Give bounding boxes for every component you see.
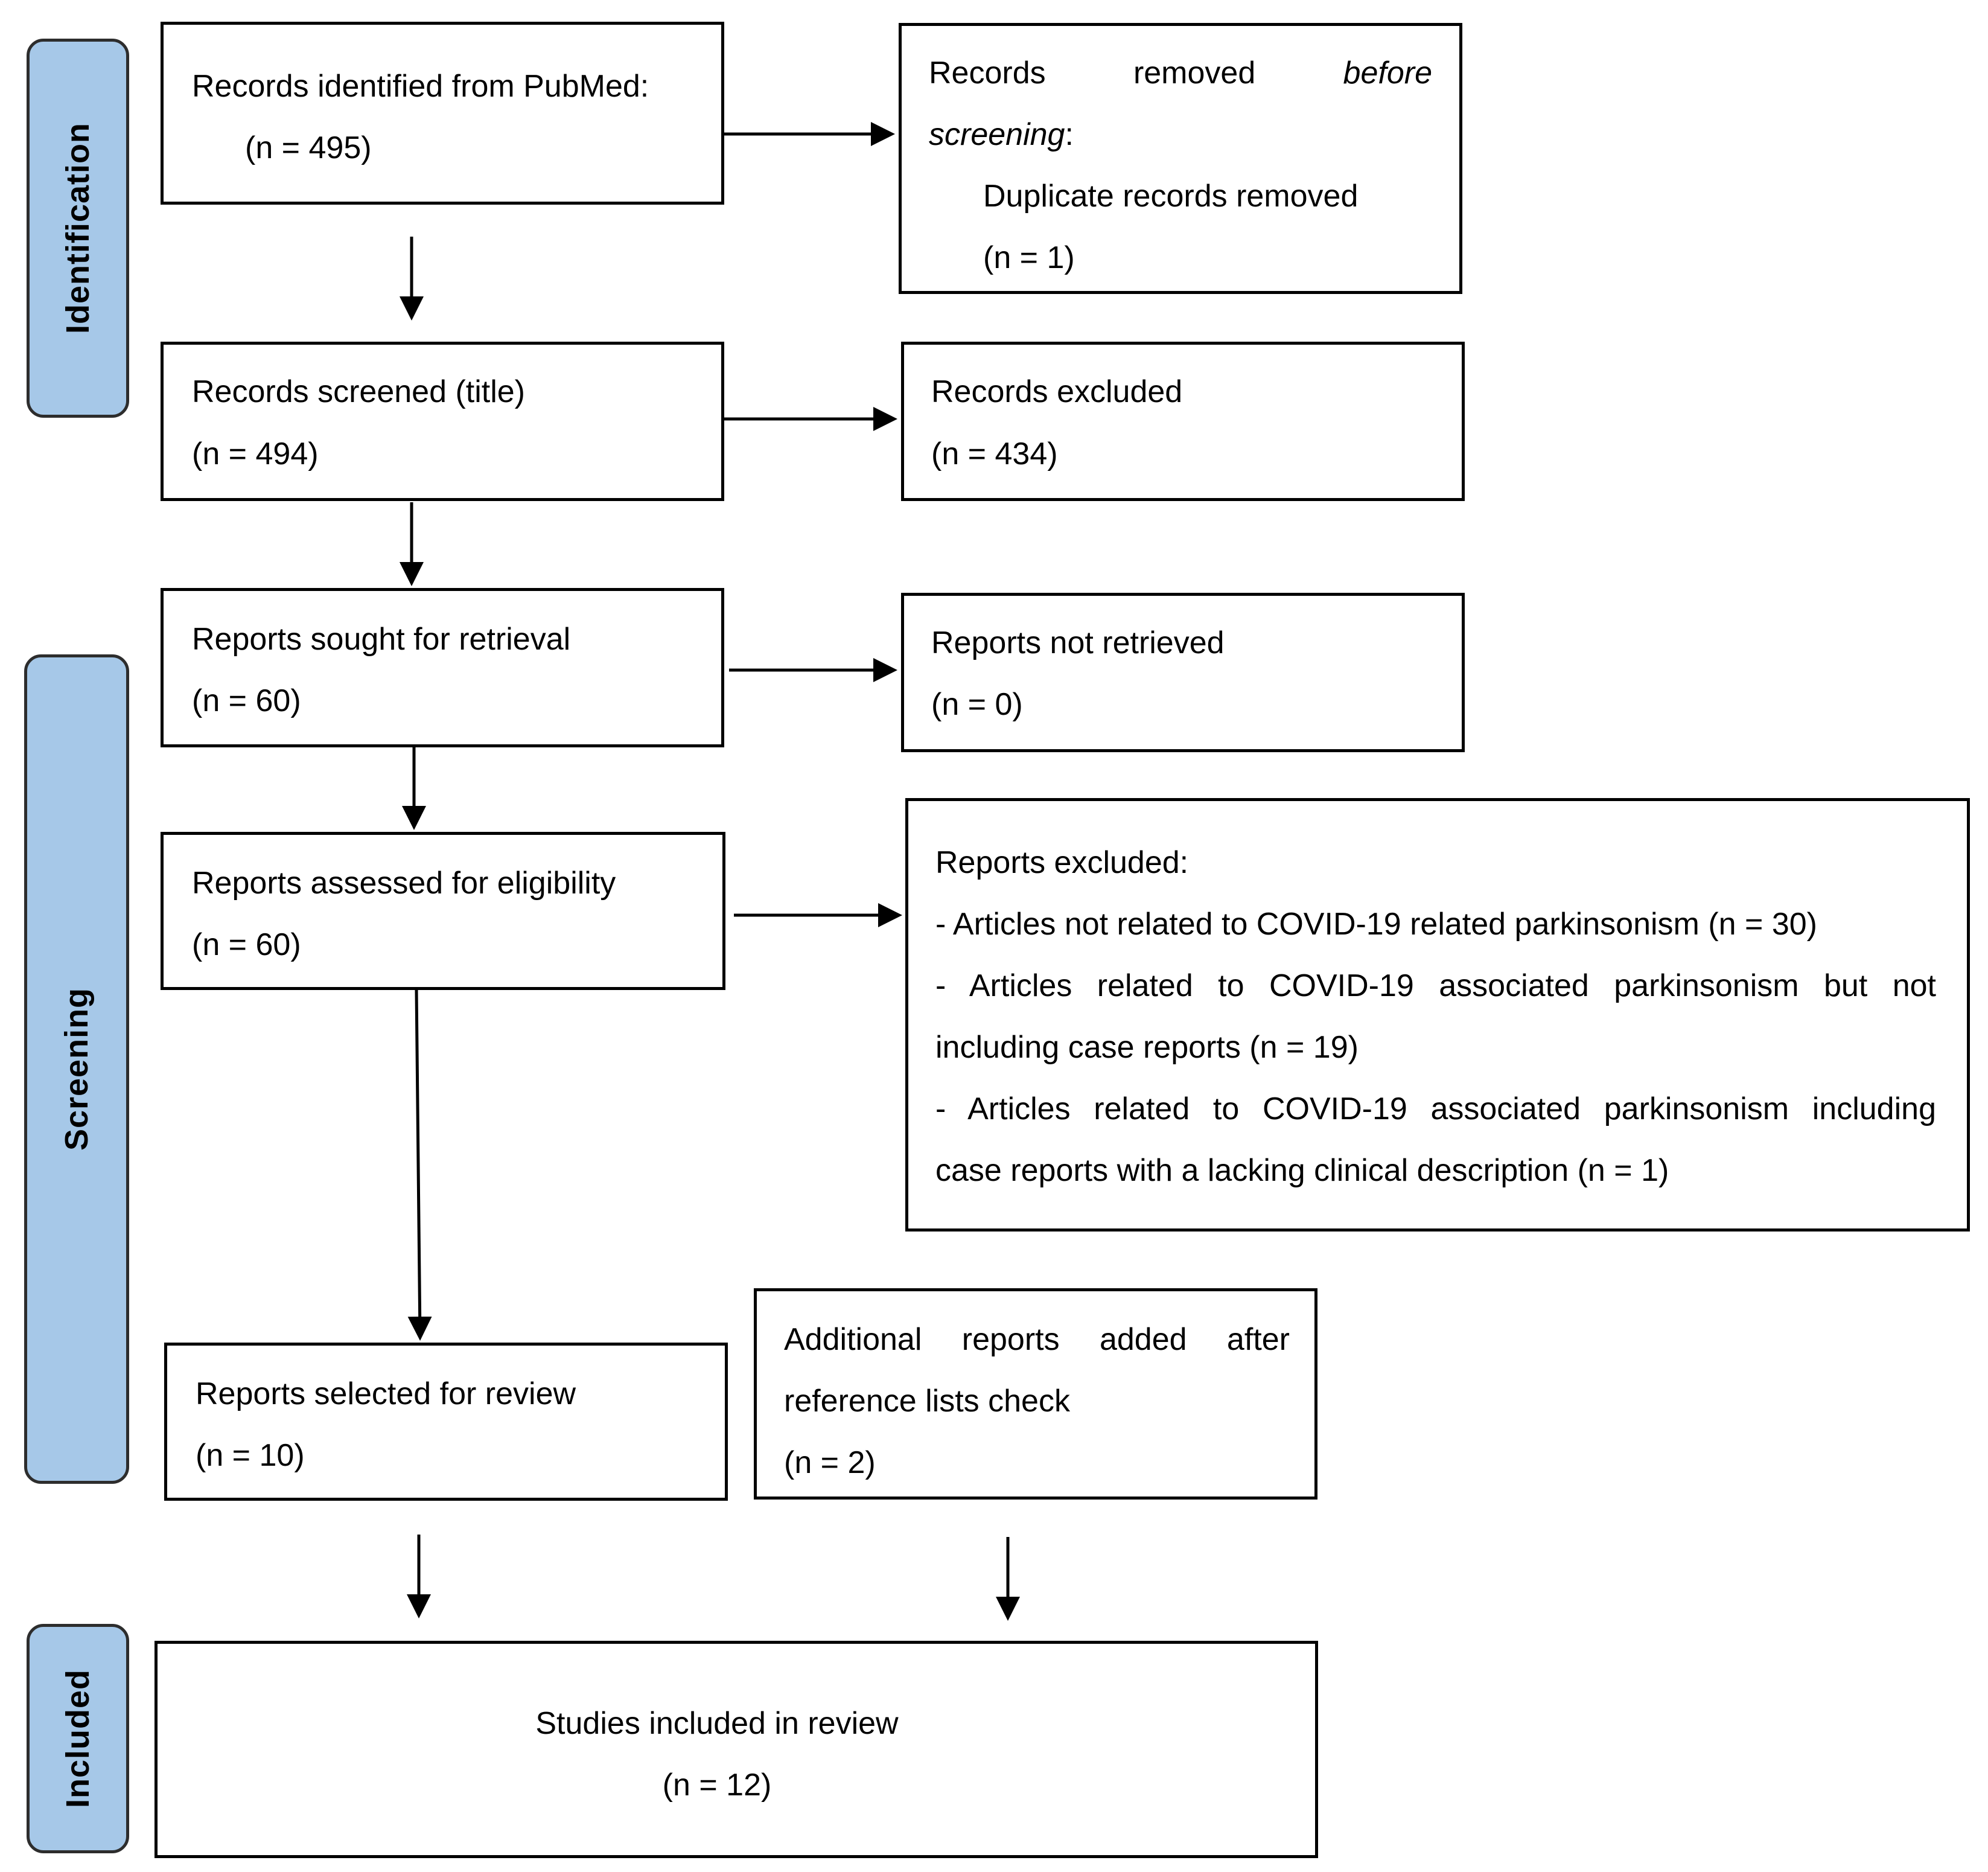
box-studies-included: Studies included in review (n = 12): [155, 1641, 1318, 1858]
records-removed-word-before: before: [1343, 56, 1432, 91]
records-excluded-label: Records excluded: [931, 374, 1183, 409]
reports-excluded-item-1: - Articles not related to COVID-19 relat…: [935, 907, 1817, 942]
records-removed-screening: screening:: [929, 119, 1074, 150]
additional-reports-line-1: Additional reports added after: [784, 1322, 1290, 1357]
records-removed-word-screening: screening: [929, 117, 1065, 152]
records-screened-label: Records screened (title): [192, 374, 525, 409]
duplicate-records-label: Duplicate records removed: [983, 179, 1359, 214]
box-reports-excluded: Reports excluded: - Articles not related…: [905, 798, 1970, 1231]
studies-included-count: (n = 12): [662, 1768, 772, 1803]
reports-excluded-item-3: - Articles related to COVID-19 associate…: [935, 1091, 1936, 1126]
stage-screening: Screening: [24, 654, 129, 1484]
box-additional-reports: Additional reports added after reference…: [754, 1288, 1317, 1500]
reports-excluded-item-3-cont: case reports with a lacking clinical des…: [935, 1153, 1669, 1188]
box-records-identified: Records identified from PubMed: (n = 495…: [161, 22, 724, 205]
box-records-screened: Records screened (title) (n = 494): [161, 342, 724, 501]
records-removed-word-records: Records: [929, 56, 1046, 91]
reports-assessed-label: Reports assessed for eligibility: [192, 866, 616, 901]
box-reports-not-retrieved: Reports not retrieved (n = 0): [901, 593, 1465, 752]
box-records-removed: Records removed before screening: Duplic…: [899, 23, 1462, 294]
records-excluded-count: (n = 434): [931, 436, 1058, 471]
records-removed-heading: Records removed before: [929, 57, 1432, 89]
reports-selected-label: Reports selected for review: [196, 1376, 576, 1411]
box-records-excluded: Records excluded (n = 434): [901, 342, 1465, 501]
reports-sought-count: (n = 60): [192, 683, 301, 718]
reports-assessed-count: (n = 60): [192, 927, 301, 962]
reports-selected-count: (n = 10): [196, 1438, 305, 1473]
reports-excluded-label: Reports excluded:: [935, 845, 1189, 880]
records-removed-colon: :: [1065, 117, 1074, 152]
duplicate-records-count: (n = 1): [983, 240, 1075, 275]
box-reports-sought: Reports sought for retrieval (n = 60): [161, 588, 724, 747]
reports-not-retrieved-label: Reports not retrieved: [931, 625, 1225, 660]
records-identified-count: (n = 495): [245, 130, 372, 165]
records-screened-count: (n = 494): [192, 436, 319, 471]
reports-excluded-item-2-cont: including case reports (n = 19): [935, 1030, 1359, 1065]
records-identified-label: Records identified from PubMed:: [192, 69, 649, 104]
records-removed-word-removed: removed: [1133, 56, 1256, 91]
stage-included: Included: [27, 1624, 129, 1853]
reports-sought-label: Reports sought for retrieval: [192, 622, 571, 657]
stage-identification: Identification: [27, 39, 129, 418]
studies-included-label: Studies included in review: [535, 1706, 899, 1741]
additional-reports-line-2: reference lists check: [784, 1384, 1070, 1419]
box-reports-assessed: Reports assessed for eligibility (n = 60…: [161, 832, 725, 990]
reports-not-retrieved-count: (n = 0): [931, 687, 1023, 722]
arrow-assessed-to-selected: [407, 989, 432, 1341]
box-reports-selected: Reports selected for review (n = 10): [164, 1343, 728, 1501]
reports-excluded-item-2: - Articles related to COVID-19 associate…: [935, 968, 1936, 1003]
additional-reports-count: (n = 2): [784, 1445, 876, 1480]
